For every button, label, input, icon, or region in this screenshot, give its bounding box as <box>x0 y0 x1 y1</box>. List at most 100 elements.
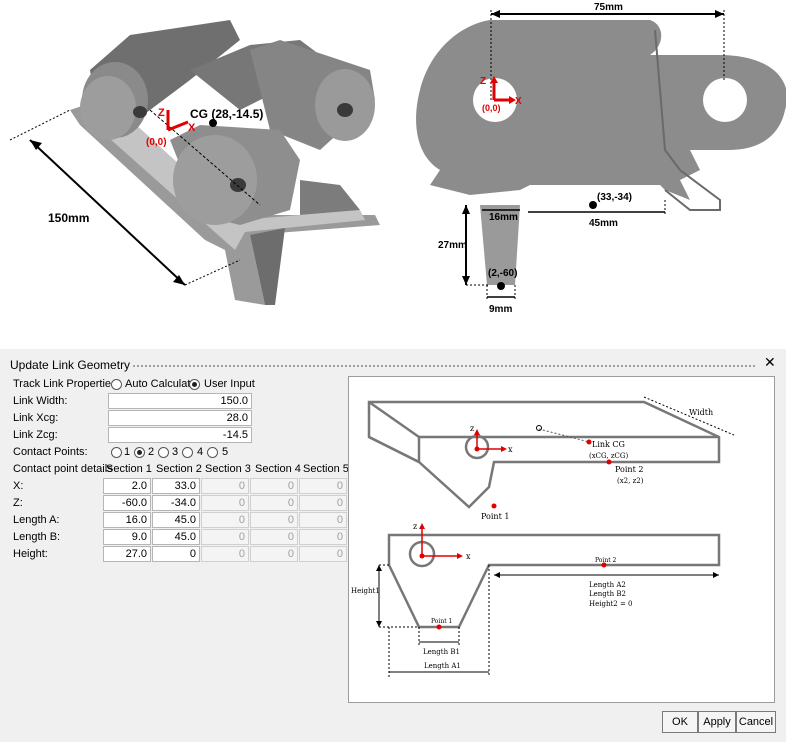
length-a-section-4: 0 <box>250 512 298 528</box>
contact-points-option-4: 4 <box>197 446 204 458</box>
sch-x-bot: x <box>466 552 471 561</box>
iso-width-label: 150mm <box>48 211 89 225</box>
contact-points-option-5: 5 <box>222 446 229 458</box>
link-schematic: Width z x Link CG (xCG, zCG) Point 2 (x2… <box>348 376 775 703</box>
figure-area: 150mm CG (28,-14.5) (0,0) X Z <box>9 2 786 315</box>
dialog-title: Update Link Geometry <box>10 358 131 372</box>
cancel-button[interactable]: Cancel <box>736 711 776 733</box>
height-section-5: 0 <box>299 546 347 562</box>
sch-point1: Point 1 <box>481 512 509 521</box>
apply-button[interactable]: Apply <box>698 711 736 733</box>
side-link-view <box>416 10 786 300</box>
section-header-2: Section 2 <box>156 463 202 475</box>
x-section-1[interactable]: 2.0 <box>103 478 151 494</box>
update-link-geometry-dialog: Update Link Geometry ✕ Track Link Proper… <box>0 349 786 742</box>
side-z-label: Z <box>480 76 486 87</box>
length-b-section-1[interactable]: 9.0 <box>103 529 151 545</box>
contact-points-option-3: 3 <box>172 446 179 458</box>
x-section-4: 0 <box>250 478 298 494</box>
section-header-4: Section 4 <box>255 463 301 475</box>
iso-x-label: X <box>188 122 196 134</box>
sch-point2-small: Point 2 <box>595 557 617 564</box>
sch-width-label: Width <box>689 408 713 417</box>
sch-z-bot: z <box>413 522 417 531</box>
x-section-3: 0 <box>201 478 249 494</box>
section-header-3: Section 3 <box>205 463 251 475</box>
dim-75-label: 75mm <box>594 2 623 13</box>
schematic-3d-outline <box>367 400 721 509</box>
row-label-length-a: Length A: <box>13 514 60 526</box>
link-zcg-label: Link Zcg: <box>13 429 58 441</box>
dim-9-label: 9mm <box>489 304 512 315</box>
schematic-bottom-outline <box>387 533 721 629</box>
side-origin-label: (0,0) <box>482 103 501 113</box>
section-header-5: Section 5 <box>303 463 349 475</box>
point1-coord-label: (2,-60) <box>488 268 517 279</box>
height-section-2[interactable]: 0 <box>152 546 200 562</box>
z-section-5: 0 <box>299 495 347 511</box>
user-input-label: User Input <box>204 378 255 390</box>
sch-cg-coords: (xCG, zCG) <box>589 452 628 460</box>
height-section-1[interactable]: 27.0 <box>103 546 151 562</box>
length-a-section-2[interactable]: 45.0 <box>152 512 200 528</box>
close-icon[interactable]: ✕ <box>764 354 776 370</box>
sch-length-b2: Length B2 <box>589 590 626 598</box>
length-a-section-3: 0 <box>201 512 249 528</box>
contact-points-radio-5[interactable] <box>207 447 218 458</box>
dim-16-label: 16mm <box>489 212 518 223</box>
sch-point2: Point 2 <box>615 465 643 474</box>
sch-link-cg: Link CG <box>592 440 625 449</box>
contact-points-label: Contact Points: <box>13 446 88 458</box>
length-a-section-5: 0 <box>299 512 347 528</box>
contact-points-radio-2[interactable] <box>134 447 145 458</box>
z-section-2[interactable]: -34.0 <box>152 495 200 511</box>
iso-cg-label: CG (28,-14.5) <box>190 107 263 121</box>
z-section-4: 0 <box>250 495 298 511</box>
row-label-length-b: Length B: <box>13 531 61 543</box>
title-grip <box>132 364 756 368</box>
side-x-label: X <box>515 96 522 107</box>
sch-height1: Height1 <box>351 587 380 595</box>
contact-points-radio-3[interactable] <box>158 447 169 458</box>
ok-button[interactable]: OK <box>662 711 698 733</box>
x-section-5: 0 <box>299 478 347 494</box>
length-b-section-5: 0 <box>299 529 347 545</box>
dim-45-label: 45mm <box>589 218 618 229</box>
length-a-section-1[interactable]: 16.0 <box>103 512 151 528</box>
auto-calculate-label: Auto Calculate <box>125 378 197 390</box>
sch-x-top: x <box>508 445 513 454</box>
link-xcg-label: Link Xcg: <box>13 412 59 424</box>
link-xcg-field[interactable]: 28.0 <box>108 410 252 426</box>
sch-length-b1: Length B1 <box>423 648 460 656</box>
link-zcg-field[interactable]: -14.5 <box>108 427 252 443</box>
contact-points-option-1: 1 <box>124 446 131 458</box>
iso-z-label: Z <box>158 107 165 119</box>
height-section-3: 0 <box>201 546 249 562</box>
link-width-label: Link Width: <box>13 395 68 407</box>
sch-height2: Height2 = 0 <box>589 600 633 608</box>
sch-point1-small: Point 1 <box>431 618 452 625</box>
iso-link-view <box>9 20 380 305</box>
section-header-1: Section 1 <box>106 463 152 475</box>
track-props-label: Track Link Properties: <box>13 378 120 390</box>
contact-points-radio-4[interactable] <box>182 447 193 458</box>
iso-origin-label: (0,0) <box>146 137 167 148</box>
link-width-field[interactable]: 150.0 <box>108 393 252 409</box>
contact-details-label: Contact point details <box>13 463 113 475</box>
sch-point2-coords: (x2, z2) <box>617 477 644 485</box>
z-section-1[interactable]: -60.0 <box>103 495 151 511</box>
dim-27-label: 27mm <box>438 240 467 251</box>
row-label-height: Height: <box>13 548 48 560</box>
contact-points-radio-1[interactable] <box>111 447 122 458</box>
length-b-section-3: 0 <box>201 529 249 545</box>
sch-length-a2: Length A2 <box>589 581 626 589</box>
sch-z-top: z <box>470 424 474 433</box>
length-b-section-4: 0 <box>250 529 298 545</box>
length-b-section-2[interactable]: 45.0 <box>152 529 200 545</box>
x-section-2[interactable]: 33.0 <box>152 478 200 494</box>
point2-coord-label: (33,-34) <box>597 192 632 203</box>
user-input-radio[interactable] <box>189 379 200 390</box>
z-section-3: 0 <box>201 495 249 511</box>
auto-calculate-radio[interactable] <box>111 379 122 390</box>
row-label-z: Z: <box>13 497 23 509</box>
